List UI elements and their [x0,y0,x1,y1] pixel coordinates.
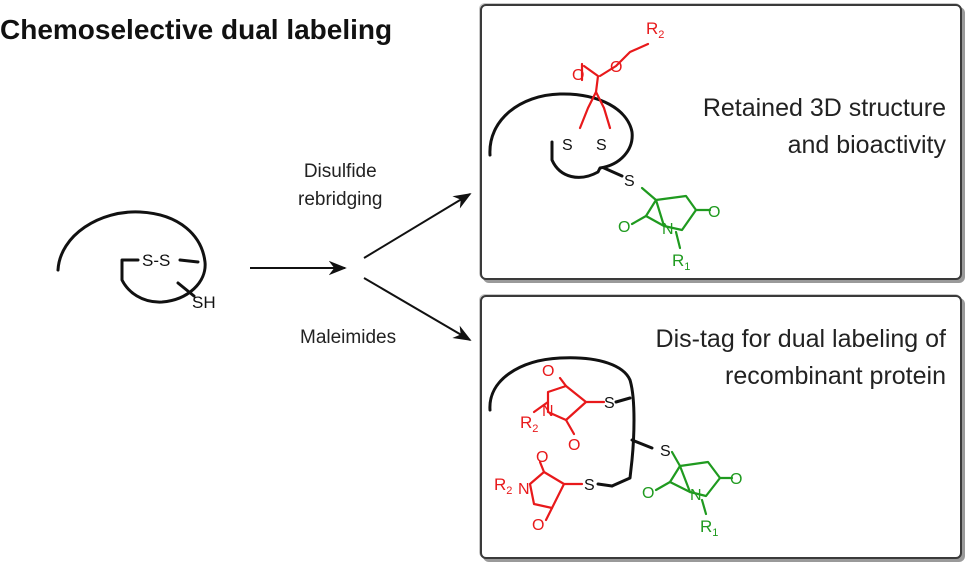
r2-subscript: 2 [658,29,664,41]
arrow-label-maleimides: Maleimides [300,327,397,348]
r2-group: R2 [646,19,664,41]
sulfur-2: S [660,443,671,460]
red-rebridging-reagent [578,42,650,130]
rebridged-protein [488,92,634,179]
sulfur-1: S [604,395,615,412]
imide-nitrogen: N [662,221,674,238]
result-panel-maleimides: Dis-tag for dual labeling of recombinant… [480,295,962,559]
result-panel-rebridging: Retained 3D structure and bioactivity [480,4,962,280]
carbonyl-oxygen-6: O [730,471,742,488]
r1-group: R1 [672,251,690,273]
r2-letter: R [520,413,532,432]
page-title: Chemoselective dual labeling [0,14,393,45]
starting-protein [56,210,207,304]
carbonyl-oxygen-2: O [568,437,580,454]
ester-oxygen-carbonyl: O [572,67,584,84]
r1-letter: R [672,251,684,270]
imide-nitrogen-2: N [518,481,530,498]
sulfur-3: S [624,173,635,190]
thioether-bond-3 [596,482,614,488]
arrow-label-line1: Disulfide [303,161,377,182]
panel-caption-line2: and bioactivity [787,131,946,159]
green-maleimide-adduct [654,450,734,516]
protein-bond [178,258,200,264]
green-maleimide-adduct [630,186,712,250]
red-maleimide-adduct-2 [528,460,584,522]
dis-tag-protein [488,356,654,488]
carbonyl-oxygen-5: O [642,485,654,502]
r2-group-2: R2 [494,475,512,497]
arrow-down [363,277,472,341]
r1-letter: R [700,517,712,536]
r2-group: R2 [520,413,538,435]
panel-caption-line1: Retained 3D structure [702,94,946,122]
red-maleimide-adduct-1 [532,376,606,436]
thiol-label: SH [192,293,216,312]
thioether-bond-2 [630,438,654,450]
carbonyl-oxygen-1: O [618,219,630,236]
protein-backbone [488,92,634,179]
sulfur-1: S [562,137,573,154]
ester-oxygen: O [610,59,622,76]
r2-letter: R [494,475,506,494]
imide-nitrogen-3: N [690,487,702,504]
r2-subscript: 2 [506,485,512,497]
arrow-label-line2: rebridging [298,189,383,210]
thioether-bond [602,166,624,178]
r2-letter: R [646,19,658,38]
r2-subscript: 2 [532,423,538,435]
sulfur-2: S [596,137,607,154]
sulfur-3: S [584,477,595,494]
imide-nitrogen: N [542,403,554,420]
carbonyl-oxygen-3: O [536,449,548,466]
disulfide-label: S-S [142,251,170,270]
arrow-up [363,193,472,259]
protein-backbone [56,210,207,304]
arrow-label-disulfide: Disulfide rebridging [298,158,383,214]
carbonyl-oxygen-1: O [542,363,554,380]
thiol-bond [176,281,196,298]
carbonyl-oxygen-4: O [532,517,544,534]
thioether-bond-1 [614,396,632,404]
r1-group: R1 [700,517,718,539]
panel-caption-line2: recombinant protein [725,362,946,390]
protein-backbone [488,356,636,488]
panel-caption-line1: Dis-tag for dual labeling of [655,325,946,353]
r1-subscript: 1 [712,527,718,539]
carbonyl-oxygen-2: O [708,204,720,221]
r1-subscript: 1 [684,261,690,273]
